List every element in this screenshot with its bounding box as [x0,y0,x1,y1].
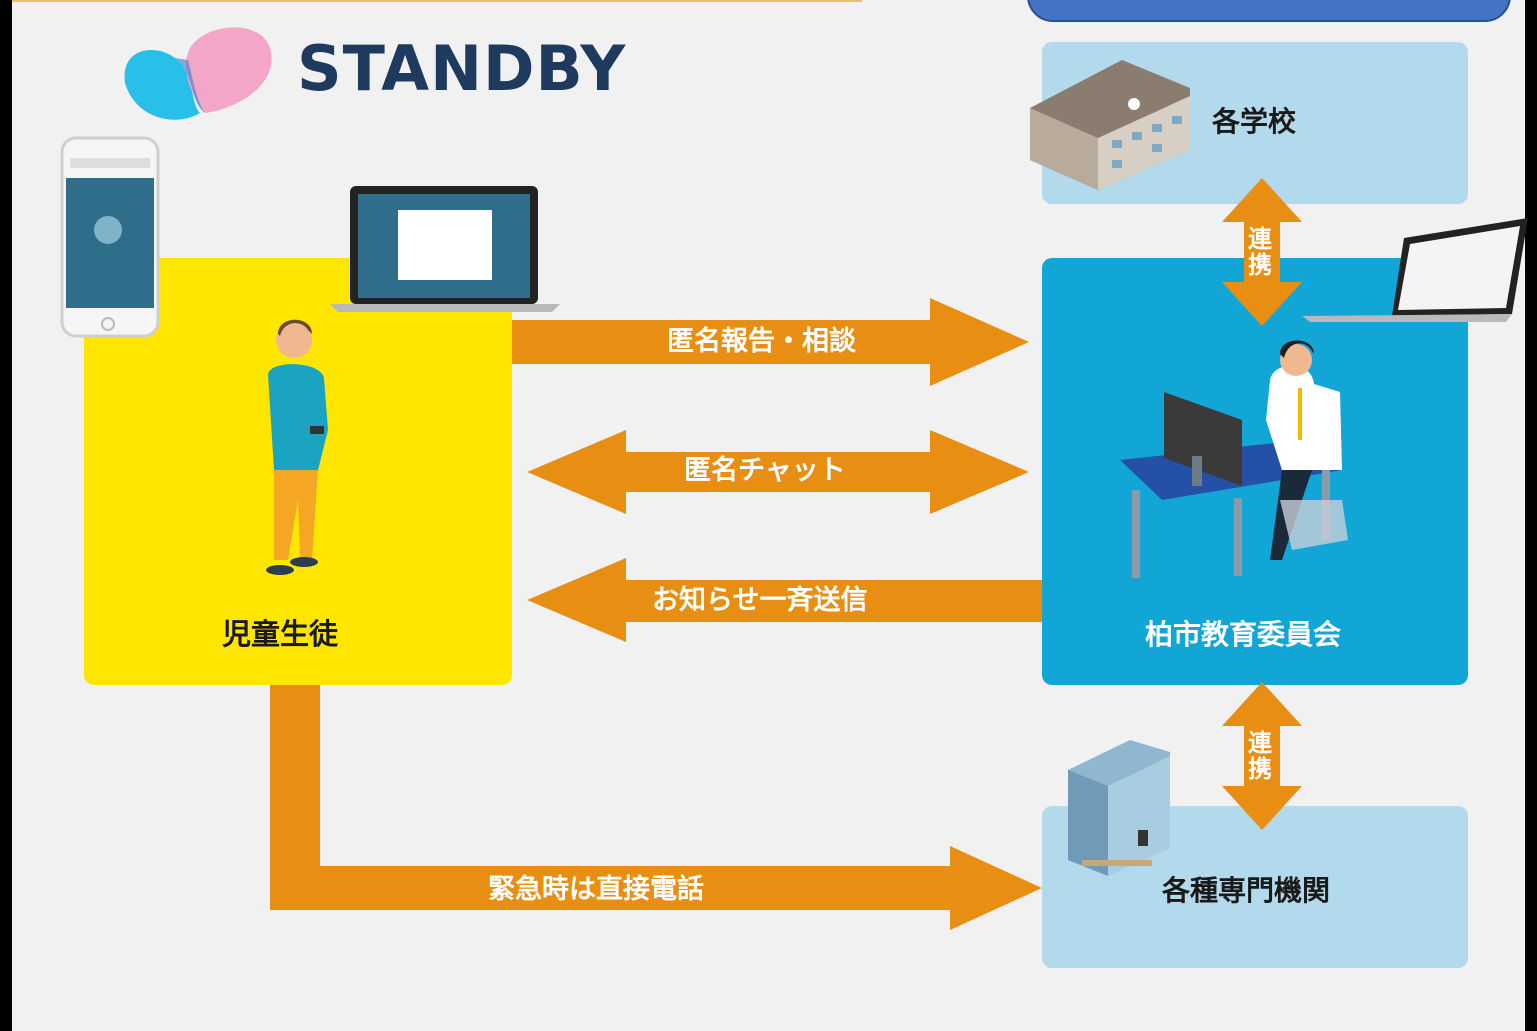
link-top-label: 連携 [1248,225,1272,280]
arrow-report [512,298,1029,386]
arrow-report-label: 匿名報告・相談 [667,326,856,357]
board-label: 柏市教育委員会 [1145,618,1342,651]
diagram-canvas: STANDBY [12,0,1528,1031]
laptop-icon-board [1302,218,1528,322]
arrow-chat [527,430,1029,514]
arrow-emergency-label: 緊急時は直接電話 [488,874,704,905]
arrow-chat-label: 匿名チャット [684,455,846,486]
logo-text: STANDBY [297,32,627,105]
school-building-icon [1030,60,1190,190]
link-bottom-label: 連携 [1248,729,1272,784]
smartphone-icon [60,136,160,338]
standby-logo [120,18,640,133]
arrow-emergency [270,685,1042,930]
student-label: 児童生徒 [222,617,339,651]
top-accent-strip [12,0,862,2]
arrow-notice [527,558,1042,642]
staff-at-desk-icon [1120,340,1348,578]
standby-logo-mark [124,27,272,120]
office-building-icon [1068,740,1170,876]
link-arrow-top [1222,178,1302,326]
arrows-layer [60,60,1528,930]
laptop-icon [330,186,560,312]
student-figure-icon [266,319,328,575]
link-arrow-bottom [1222,682,1302,830]
arrow-notice-label: お知らせ一斉送信 [652,585,868,616]
schools-label: 各学校 [1212,105,1297,138]
agencies-label: 各種専門機関 [1162,874,1331,907]
